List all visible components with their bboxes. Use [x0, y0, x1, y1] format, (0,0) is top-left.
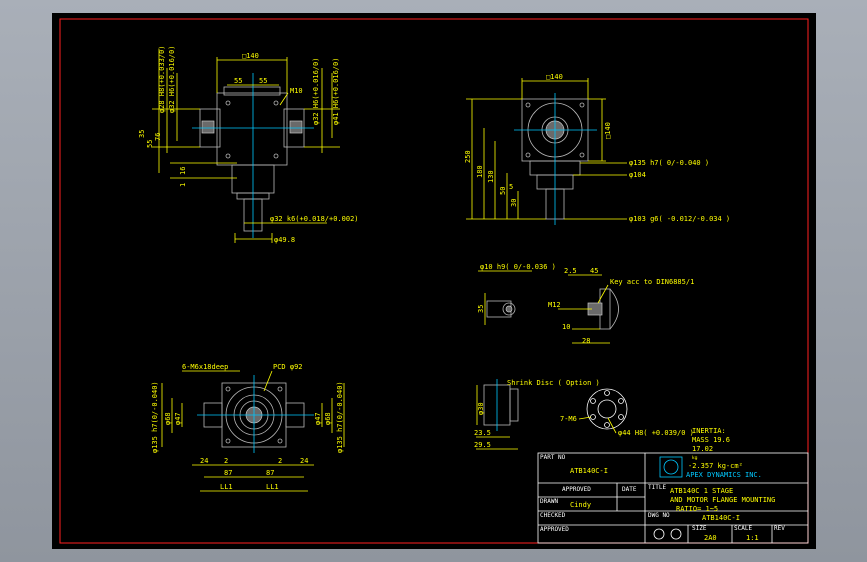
flange-bore: φ44 H8( +0.039/0 )	[618, 429, 694, 437]
shrink-disc-w1: 23.5	[474, 429, 491, 437]
shrink-disc-w2: 29.5	[474, 441, 491, 449]
bottom-left-d2: φ68	[164, 412, 172, 425]
bottom-b2: 2	[224, 457, 228, 465]
bottom-b4: 24	[300, 457, 308, 465]
title-line-1: ATB140C 1 STAGE	[670, 487, 733, 495]
date-label: DATE	[622, 486, 637, 493]
side-height-total: 250	[464, 150, 472, 163]
inertia-label: INERTIA:	[692, 427, 726, 435]
side-h2: 130	[487, 170, 495, 183]
bottom-b7: LL1	[220, 483, 233, 491]
front-left-dim-2: φ32 H6(+0.016/0)	[168, 46, 176, 113]
title-line-3: RATIO= 1~5	[676, 505, 718, 513]
side-top-square: □140	[546, 73, 563, 81]
side-h3: 50	[499, 187, 507, 195]
dwg-label: DWG NO	[648, 512, 670, 519]
drawing-svg: □140 55 55 M10 φ28 H8(+0.033/0) φ32 H6(+…	[59, 18, 809, 544]
flange-detail: 7-M6 φ44 H8( +0.039/0 )	[560, 388, 694, 437]
specs-block: INERTIA: kg MASS 19.6 17.02 -2.357 kg-cm…	[688, 427, 743, 470]
size-label: SIZE	[692, 525, 707, 532]
bottom-holes: 6-M6x18deep	[182, 363, 228, 371]
checked-label: CHECKED	[540, 512, 566, 519]
drawn-label: DRAWN	[540, 498, 558, 505]
part-no: ATB140C-I	[570, 467, 608, 475]
front-left-dim-4: 55	[146, 140, 154, 148]
bottom-pcd: PCD φ92	[273, 363, 303, 371]
key-d-small: 10	[562, 323, 570, 331]
front-shaft-dia: φ32 k6(+0.018/+0.002)	[270, 215, 359, 223]
drawing-canvas[interactable]: □140 55 55 M10 φ28 H8(+0.033/0) φ32 H6(+…	[52, 13, 816, 549]
key-bore: φ10 h9( 0/-0.036 )	[480, 263, 556, 271]
front-left-dim-3: 35	[138, 130, 146, 138]
side-h4: 30	[510, 199, 518, 207]
side-h1: 180	[476, 165, 484, 178]
bottom-b3: 2	[278, 457, 282, 465]
front-left-dim-1: φ28 H8(+0.033/0)	[158, 46, 166, 113]
mass: MASS 19.6	[692, 436, 730, 444]
key-detail: φ10 h9( 0/-0.036 ) 35 2.5 45 Key acc to …	[477, 263, 694, 345]
title-line-2: AND MOTOR FLANGE MOUNTING	[670, 496, 775, 504]
bottom-left-d1: φ135 h7(0/-0.040)	[151, 381, 159, 453]
front-left-dim-6: 16	[179, 167, 187, 175]
dwg-no: ATB140C-I	[702, 514, 740, 522]
front-view: □140 55 55 M10 φ28 H8(+0.033/0) φ32 H6(+…	[138, 46, 359, 244]
side-view: □140 □140 250 180 130 50 30 5 φ135 h7	[464, 73, 730, 225]
drawing-border	[59, 18, 809, 544]
side-d2: φ104	[629, 171, 646, 179]
key-thread: M12	[548, 301, 561, 309]
size: 2A0	[704, 534, 717, 542]
scale-label: SCALE	[734, 525, 752, 532]
title-label: TITLE	[648, 484, 666, 491]
flange-holes: 7-M6	[560, 415, 577, 423]
front-left-dim-5: 76	[154, 133, 162, 141]
part-no-label: PART NO	[540, 454, 566, 461]
drawn-name: Cindy	[570, 501, 591, 509]
shrink-disc-d: φ30	[477, 402, 485, 415]
front-right-dim-1: φ32 H6(+0.016/0)	[312, 58, 320, 125]
key-v1: 35	[477, 305, 485, 313]
key-d-len: 28	[582, 337, 590, 345]
approved2-label: APPROVED	[540, 526, 569, 533]
scale: 1:1	[746, 534, 759, 542]
front-top-square: □140	[242, 52, 259, 60]
shrink-disc-label: Shrink Disc ( Option )	[507, 379, 600, 387]
bottom-b5: 87	[224, 469, 232, 477]
bottom-right-d1: φ47	[314, 412, 322, 425]
ratio: 17.02	[692, 445, 713, 453]
key-w1: 2.5	[564, 267, 577, 275]
front-pitch-right: 55	[259, 77, 267, 85]
rev-label: REV	[774, 525, 785, 532]
bottom-left-d3: φ47	[174, 412, 182, 425]
front-shaft-len: φ49.8	[274, 236, 295, 244]
side-h5: 5	[509, 183, 513, 191]
inertia-unit: kg	[692, 455, 698, 461]
front-left-dim-7: 1	[179, 183, 187, 187]
shrink-disc: Shrink Disc ( Option ) φ30 23.5 29.5	[474, 379, 600, 450]
side-right-square: □140	[604, 122, 612, 139]
side-d3: φ103 g6( -0.012/-0.034 )	[629, 215, 730, 223]
bottom-right-d2: φ68	[324, 412, 332, 425]
bottom-right-d3: φ135 h7(0/-0.040)	[336, 381, 344, 453]
bottom-b8: LL1	[266, 483, 279, 491]
inertia-value: -2.357 kg-cm²	[688, 462, 743, 470]
title-block: PART NO ATB140C-I APEX DYNAMICS INC. TIT…	[537, 452, 809, 544]
side-d1: φ135 h7( 0/-0.040 )	[629, 159, 709, 167]
front-bore-dim: M10	[290, 87, 303, 95]
key-w2: 45	[590, 267, 598, 275]
approved-label: APPROVED	[562, 486, 591, 493]
front-pitch-left: 55	[234, 77, 242, 85]
key-note: Key acc to DIN6885/1	[610, 278, 694, 286]
bottom-b1: 24	[200, 457, 208, 465]
front-right-dim-2: φ41 H6(+0.016/0)	[332, 58, 340, 125]
company-name: APEX DYNAMICS INC.	[686, 471, 762, 479]
bottom-view: 6-M6x18deep PCD φ92 φ135 h7(0/-0.040) φ6…	[151, 363, 345, 492]
bottom-b6: 87	[266, 469, 274, 477]
